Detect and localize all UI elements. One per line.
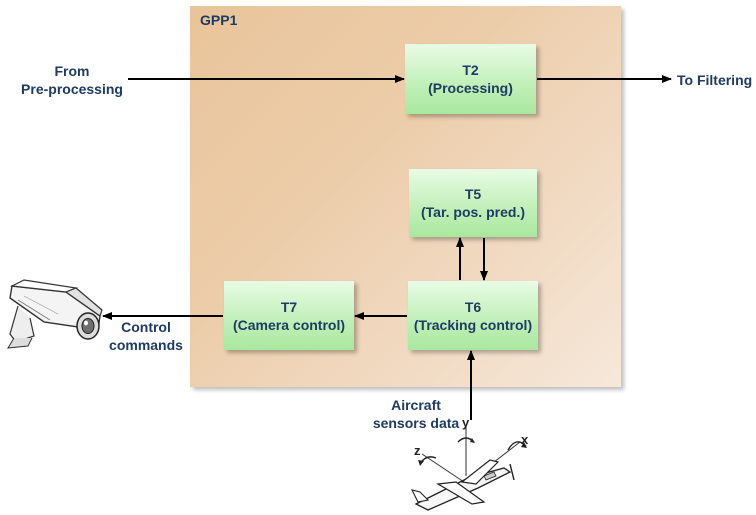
from-preprocessing-label: From Pre-processing bbox=[20, 62, 124, 98]
control-commands-label: Control commands bbox=[101, 318, 191, 354]
security-camera-icon bbox=[7, 279, 103, 349]
task-t5-name: T5 bbox=[464, 186, 482, 202]
task-t5-desc: (Tar. pos. pred.) bbox=[421, 204, 525, 220]
to-filtering-label: To Filtering bbox=[677, 72, 753, 88]
control-label-line1: Control bbox=[121, 319, 171, 335]
task-t2-name: T2 bbox=[462, 62, 479, 78]
task-t6-desc: (Tracking control) bbox=[413, 316, 533, 333]
from-label-line2: Pre-processing bbox=[21, 81, 123, 97]
task-t7-desc: (Camera control) bbox=[232, 316, 346, 333]
aircraft-label-line2: sensors data bbox=[372, 415, 460, 431]
control-label-line2: commands bbox=[109, 337, 183, 353]
task-t7-name: T7 bbox=[280, 298, 298, 315]
from-label-line1: From bbox=[54, 63, 90, 79]
aircraft-label-line1: Aircraft bbox=[391, 397, 441, 413]
axis-z-label: z bbox=[414, 443, 421, 458]
task-t6-name: T6 bbox=[464, 298, 482, 315]
axis-y-label: y bbox=[462, 415, 470, 430]
task-t5[interactable]: T5 (Tar. pos. pred.) bbox=[409, 169, 537, 237]
aircraft-sensors-label: Aircraft sensors data bbox=[370, 396, 462, 432]
aircraft-axes-icon bbox=[410, 426, 527, 511]
task-t2-desc: (Processing) bbox=[428, 80, 513, 96]
task-t2[interactable]: T2 (Processing) bbox=[405, 44, 536, 114]
task-t6[interactable]: T6 (Tracking control) bbox=[408, 281, 538, 350]
task-t7[interactable]: T7 (Camera control) bbox=[224, 281, 354, 350]
gpp1-label: GPP1 bbox=[200, 12, 238, 28]
axis-x-label: x bbox=[521, 432, 529, 447]
